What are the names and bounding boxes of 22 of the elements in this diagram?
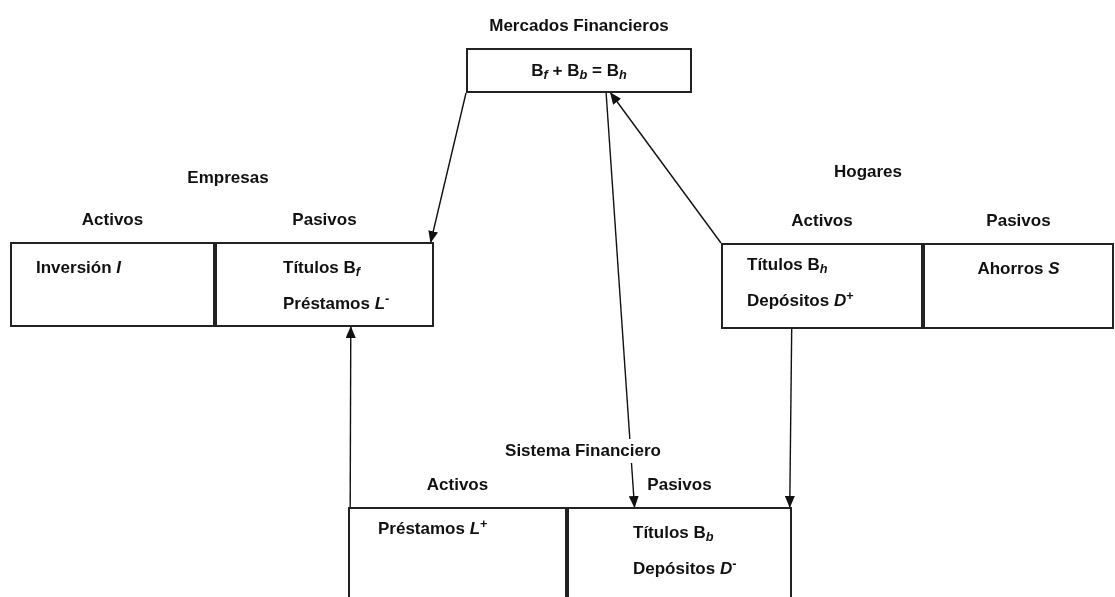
account-item: Títulos B$_{h}$ [747, 254, 829, 277]
column-heading: Mercados Financieros [489, 15, 669, 37]
account-item: Depósitos D$^{+}$ [747, 289, 855, 312]
column-heading: Activos [81, 209, 144, 231]
arrow [428, 92, 467, 243]
arrow [609, 92, 722, 244]
column-heading: Pasivos [986, 210, 1051, 232]
account-item: Préstamos L$^{+}$ [378, 517, 489, 540]
column-heading: Pasivos [647, 474, 712, 496]
equation: B$_{f}$ + B$_{b}$ = B$_{h}$ [531, 59, 627, 83]
account-item: Ahorros S [977, 258, 1060, 280]
account-item: Títulos B$_{b}$ [633, 522, 715, 545]
column-heading: Activos [791, 210, 853, 232]
account-item: Depósitos D$^{-}$ [633, 557, 738, 580]
arrow [784, 328, 795, 508]
arrow [605, 92, 639, 508]
account-item: Préstamos L$^{-}$ [283, 292, 391, 315]
column-heading: Activos [426, 474, 489, 496]
column-heading: Pasivos [292, 209, 357, 231]
account-item: Inversión I [36, 257, 123, 279]
account-item: Títulos B$_{f}$ [283, 257, 362, 280]
arrow [345, 326, 356, 508]
